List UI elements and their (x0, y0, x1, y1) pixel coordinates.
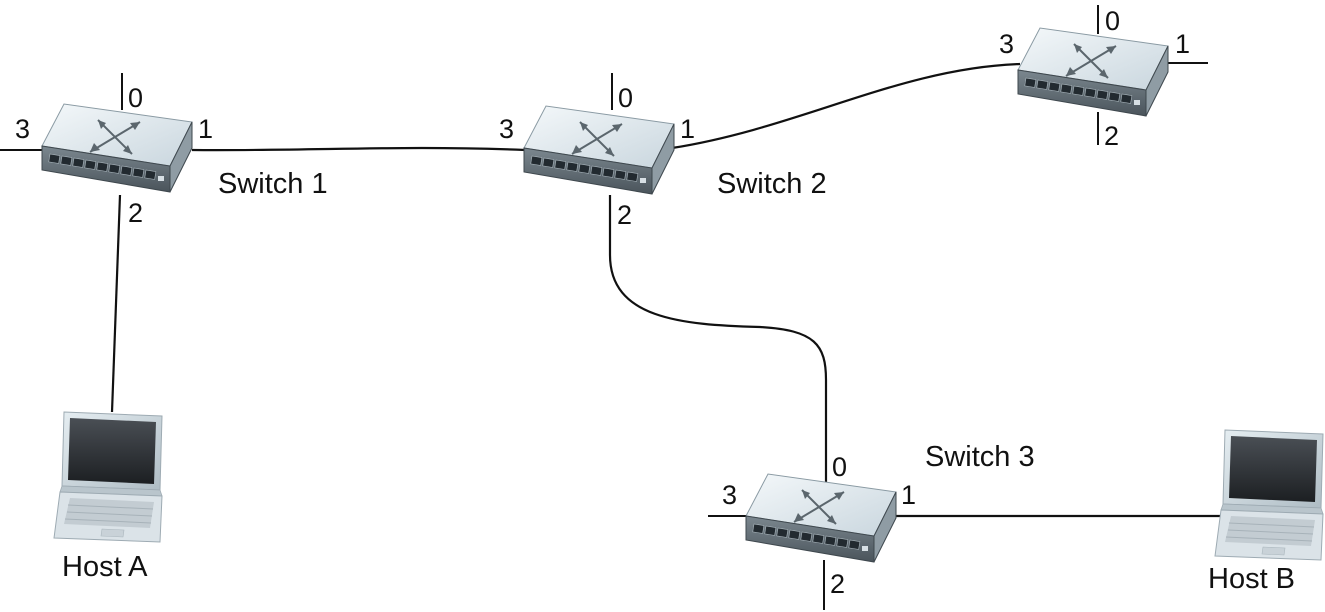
switch-3-label: Switch 3 (925, 441, 1035, 473)
switch-1-port-0-label: 0 (128, 83, 143, 113)
link-switch2-switch3 (608, 195, 828, 482)
switch-2-port-3-label: 3 (499, 114, 514, 144)
host-b: Host B (1208, 429, 1324, 595)
link-switch1-hostA (110, 194, 122, 413)
laptop-icon (1214, 429, 1324, 561)
switch-3-port-1-label: 1 (901, 480, 916, 510)
switch-1-port-2-label: 2 (128, 198, 143, 228)
host-a: Host A (53, 411, 163, 583)
link-switch2-switch4 (671, 62, 1021, 150)
switch-3-port-0-label: 0 (832, 452, 847, 482)
switch-top-right-port-3-label: 3 (999, 29, 1014, 59)
switch-top-right-port-0-label: 0 (1105, 6, 1120, 36)
host-a-label: Host A (62, 551, 148, 583)
switch-1-label: Switch 1 (218, 168, 328, 200)
host-b-label: Host B (1208, 563, 1295, 595)
switch-2-port-1-label: 1 (680, 114, 695, 144)
switch-3: 0 1 2 3 Switch 3 (708, 441, 1035, 610)
switch-1-port-3-label: 3 (15, 114, 30, 144)
switch-2-label: Switch 2 (717, 168, 827, 200)
link-switch1-switch2 (191, 146, 526, 152)
switch-2-port-2-label: 2 (617, 200, 632, 230)
switch-3-port-2-label: 2 (830, 569, 845, 599)
laptop-icon (53, 411, 163, 543)
switch-top-right: 0 1 2 3 (999, 5, 1208, 151)
switch-top-right-port-1-label: 1 (1175, 29, 1190, 59)
switch-1: 0 1 2 3 Switch 1 (0, 73, 328, 228)
switch-1-port-1-label: 1 (198, 114, 213, 144)
switch-top-right-port-2-label: 2 (1104, 121, 1119, 151)
switch-3-port-3-label: 3 (722, 480, 737, 510)
switch-2: 0 1 2 3 Switch 2 (499, 73, 827, 230)
switch-2-port-0-label: 0 (618, 83, 633, 113)
